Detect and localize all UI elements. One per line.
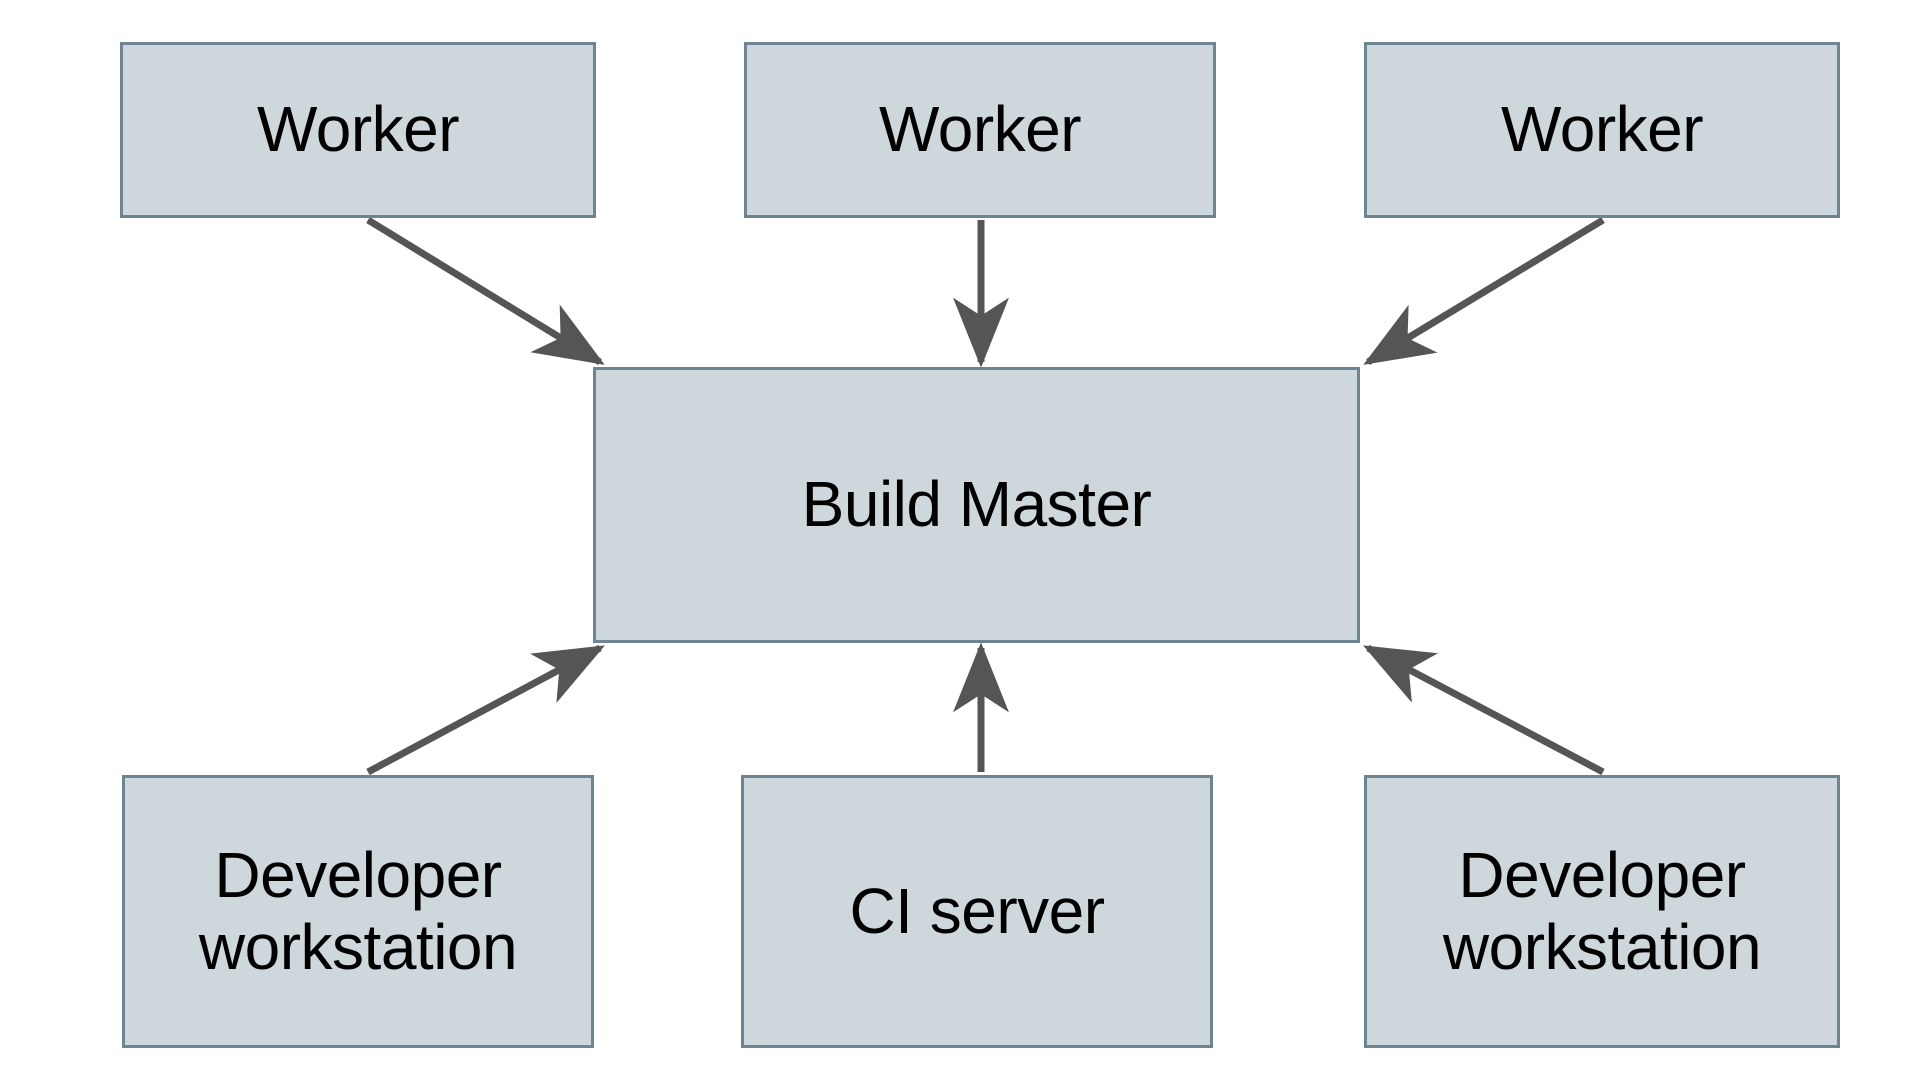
node-label-developer-workstation-right: Developer workstation [1442, 838, 1762, 983]
node-developer-workstation-right[interactable]: Developer workstation [1364, 775, 1840, 1048]
node-worker-1[interactable]: Worker [120, 42, 596, 218]
node-build-master[interactable]: Build Master [593, 367, 1360, 643]
edge-developer-left-to-build-master [366, 644, 605, 776]
node-ci-server[interactable]: CI server [741, 775, 1213, 1048]
edge-worker-1-to-build-master [366, 217, 605, 365]
node-developer-workstation-left[interactable]: Developer workstation [122, 775, 594, 1048]
node-label-worker-2: Worker [878, 93, 1082, 166]
node-label-worker-1: Worker [256, 93, 460, 166]
node-label-developer-workstation-left: Developer workstation [198, 838, 518, 983]
node-worker-2[interactable]: Worker [744, 42, 1216, 218]
node-worker-3[interactable]: Worker [1364, 42, 1840, 218]
node-label-worker-3: Worker [1500, 93, 1704, 166]
node-label-build-master: Build Master [801, 468, 1152, 541]
edge-developer-right-to-build-master [1363, 644, 1605, 776]
edge-worker-3-to-build-master [1363, 217, 1605, 365]
node-label-ci-server: CI server [849, 874, 1105, 947]
